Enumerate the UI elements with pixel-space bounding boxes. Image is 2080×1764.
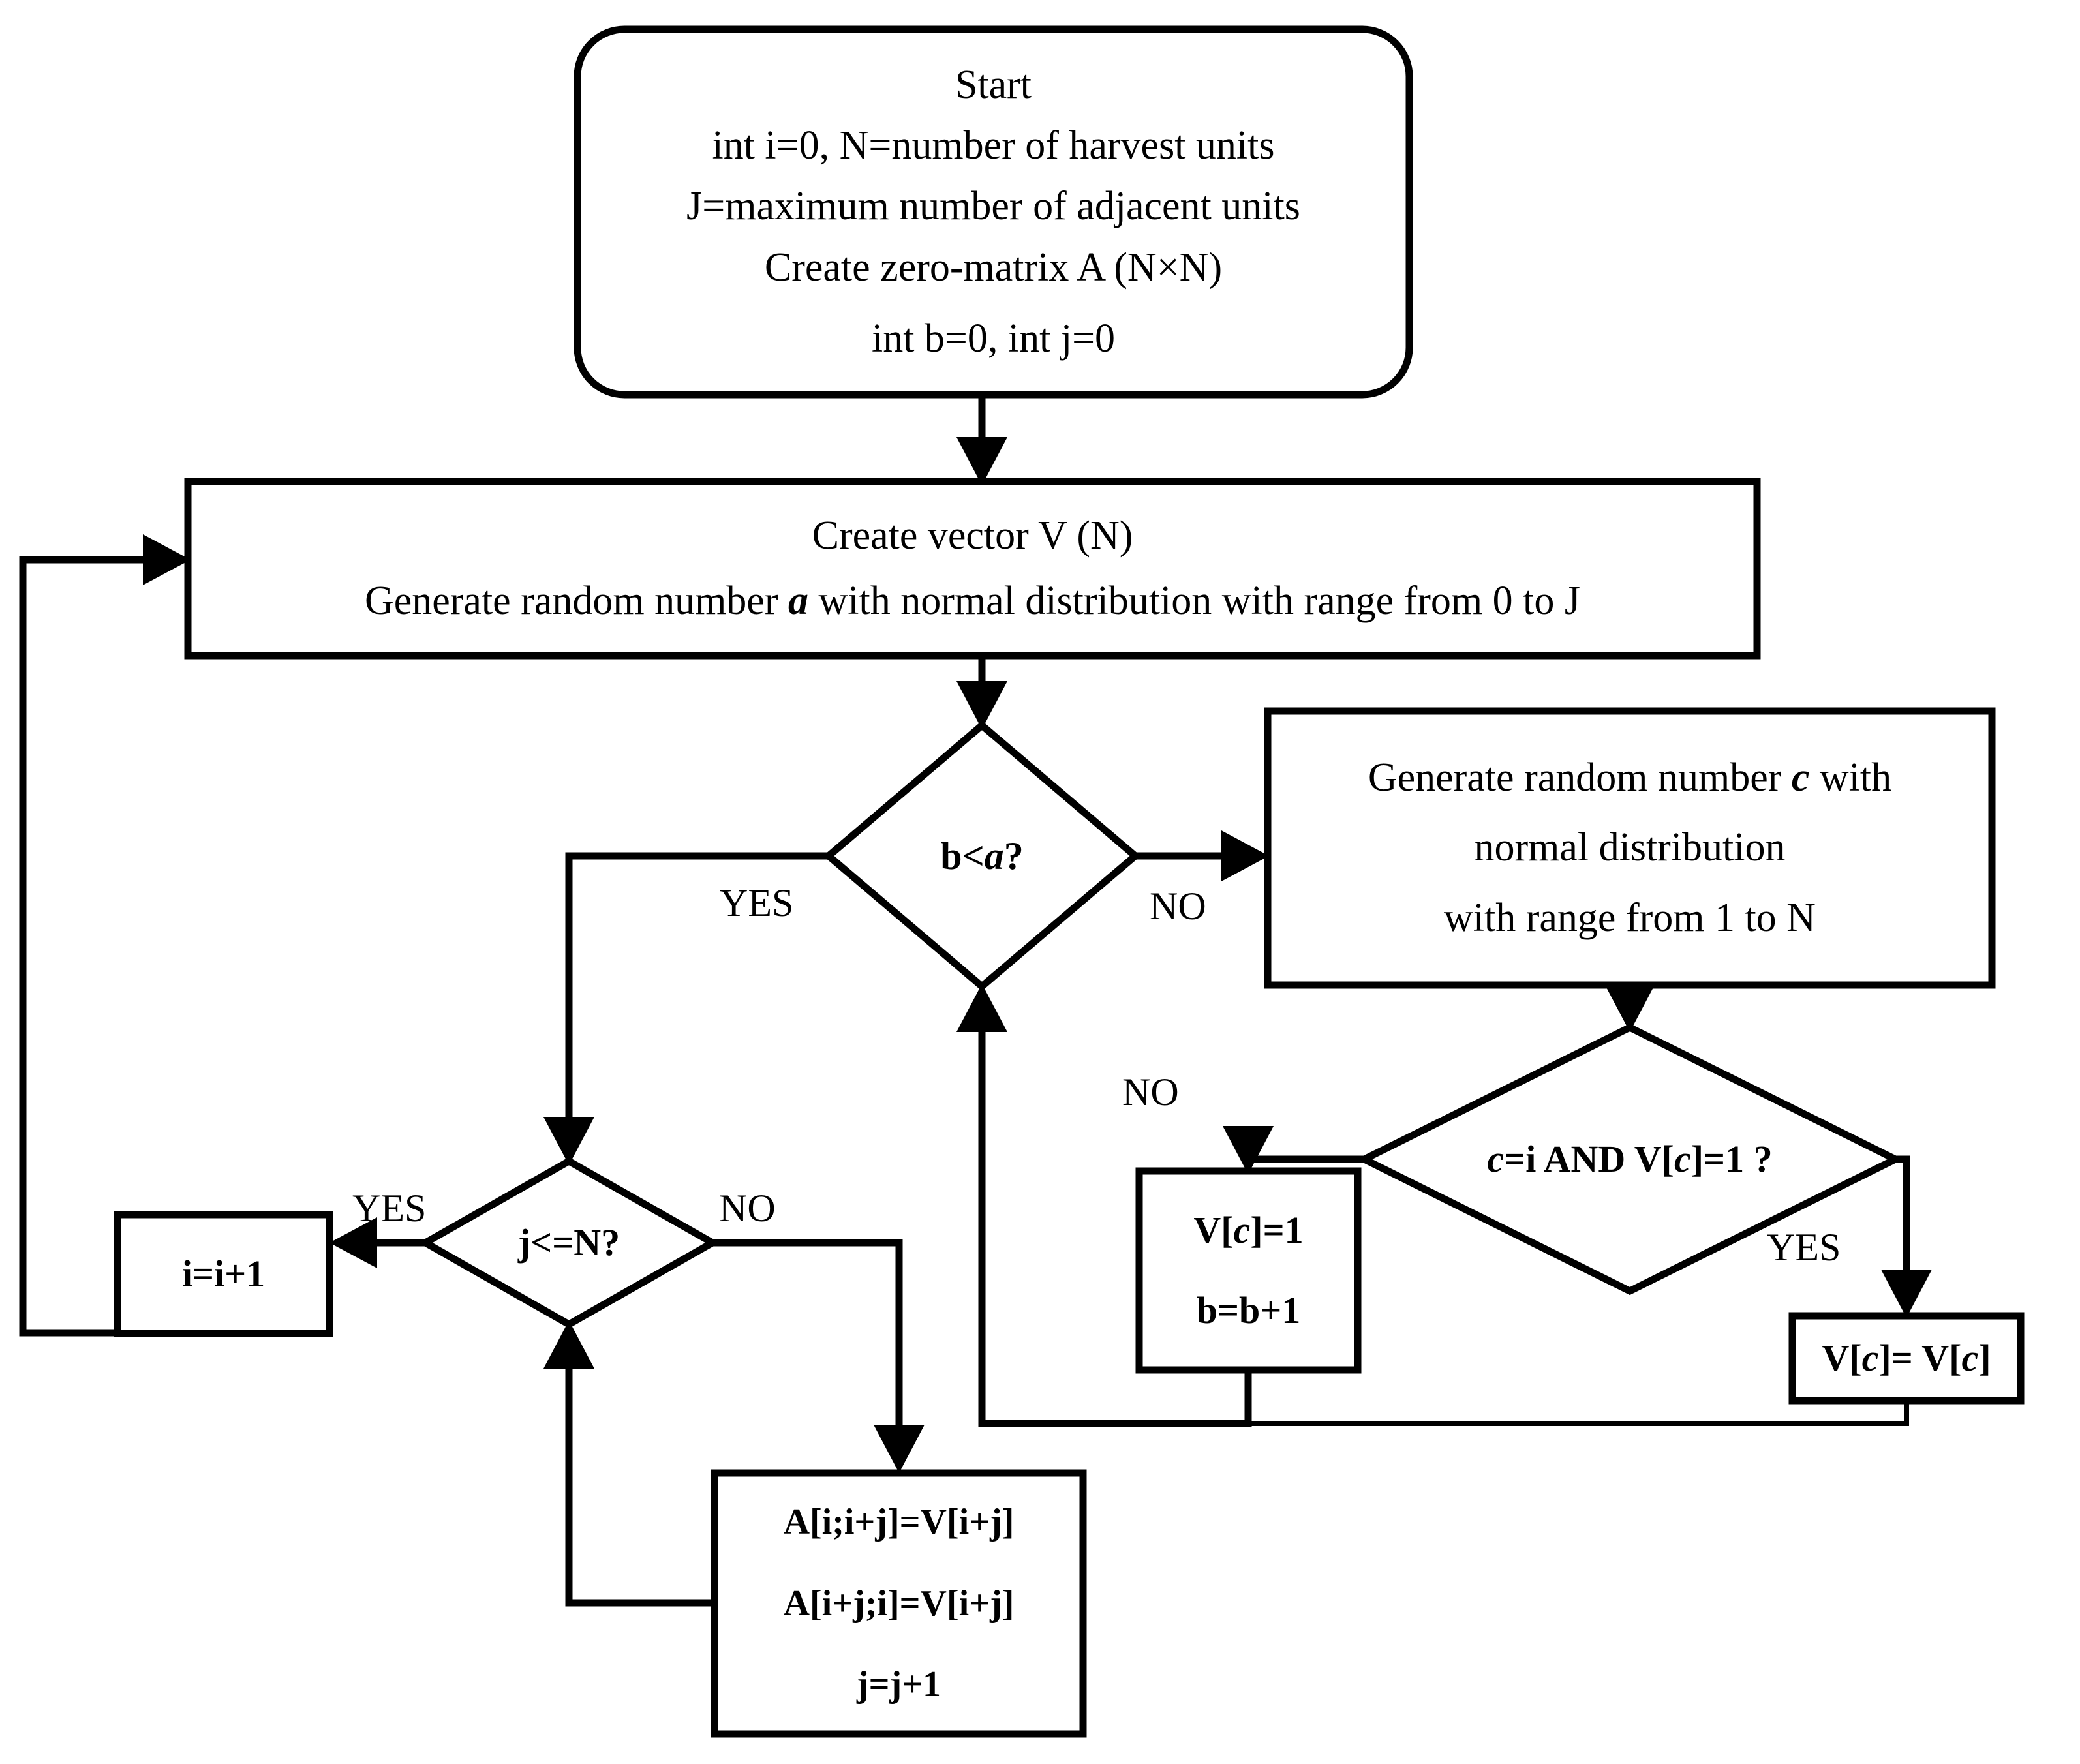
edge-decision-c-yes-to-keep-vc (1895, 1155, 1910, 1285)
keep-vc-prefix: V[ (1822, 1336, 1862, 1379)
arrowhead-assign-matrix-to-decision-j (543, 1320, 594, 1369)
assign-matrix-line-1: A[i;i+j]=V[i+j] (783, 1501, 1015, 1542)
keep-vc-suffix: ] (1978, 1336, 1991, 1379)
start-line-5: int b=0, int j=0 (871, 316, 1116, 361)
create-vector-node-shape (184, 478, 1761, 660)
set-vc-node-text: V[c]=1 b=b+1 (1139, 1171, 1358, 1370)
create-vector-node-text: Create vector V (N) Generate random numb… (188, 481, 1757, 656)
decision-c-var-c1: c (1487, 1137, 1505, 1180)
edge-assign-matrix-to-decision-j (565, 1350, 714, 1607)
edge-decision-c-no-to-set-vc (1244, 1143, 1364, 1163)
keep-vc-var-c1: c (1861, 1336, 1879, 1379)
arrowhead-return-to-decision-b (956, 984, 1007, 1032)
decision-c-eq-i-text: c=i AND V[c]=1 ? (1421, 1127, 1839, 1192)
edge-decision-b-yes-to-decision-j (565, 852, 829, 1136)
arrowhead-generate-c-to-decision-c (1604, 984, 1655, 1032)
edge-label-c-eq-i-yes: YES (1767, 1226, 1841, 1269)
arrowhead-decision-c-yes (1881, 1270, 1932, 1318)
set-vc-line1-suffix: ]=1 (1250, 1208, 1304, 1251)
edge-keep-vc-to-return-line (1248, 1401, 1909, 1426)
set-vc-line-1: V[c]=1 (1193, 1208, 1304, 1251)
generate-c-node-shape (1264, 707, 1996, 989)
arrowhead-decision-c-no (1223, 1126, 1274, 1174)
start-node-text: Start int i=0, N=number of harvest units… (577, 29, 1409, 395)
decision-b-lt-a-text: b<a? (829, 823, 1135, 889)
assign-matrix-line-2: A[i+j;i]=V[i+j] (783, 1583, 1015, 1624)
start-line-4: Create zero-matrix A (N×N) (764, 245, 1223, 290)
keep-vc-node-shape (1788, 1312, 2025, 1405)
create-vector-line2-suffix: with normal distribution with range from… (808, 578, 1581, 623)
keep-vc-mid: ]= V[ (1878, 1336, 1962, 1379)
generate-c-line1-prefix: Generate random number (1368, 755, 1792, 800)
edge-label-j-le-n-yes: YES (352, 1187, 427, 1230)
decision-c-part2: =i AND V[ (1504, 1137, 1674, 1180)
arrowhead-create-vector-to-decision-b (956, 681, 1007, 729)
edge-label-c-eq-i-no: NO (1122, 1071, 1179, 1114)
keep-vc-var-c2: c (1961, 1336, 1979, 1379)
increment-i-node-text: i=i+1 (117, 1215, 329, 1333)
decision-b-var-a: a (984, 834, 1004, 877)
edge-label-b-lt-a-yes: YES (720, 881, 794, 924)
start-node-shape (574, 25, 1413, 399)
assign-matrix-node-text: A[i;i+j]=V[i+j] A[i+j;i]=V[i+j] j=j+1 (714, 1473, 1083, 1734)
increment-i-label: i=i+1 (181, 1252, 266, 1295)
arrowhead-increment-i-to-create-vector (143, 534, 191, 585)
generate-c-line-1: Generate random number c with (1368, 757, 1891, 799)
edge-increment-i-to-create-vector (19, 556, 163, 1337)
create-vector-line-1: Create vector V (N) (812, 513, 1133, 558)
generate-c-line-3: with range from 1 to N (1444, 895, 1816, 940)
arrowhead-decision-j-yes (329, 1217, 377, 1268)
arrowhead-start-to-create-vector (956, 437, 1007, 485)
generate-c-line-2: normal distribution (1474, 825, 1786, 870)
edge-label-j-le-n-no: NO (719, 1187, 776, 1230)
set-vc-var-c: c (1233, 1208, 1251, 1251)
generate-c-line1-suffix: with (1809, 755, 1892, 800)
decision-b-text-suffix: ? (1003, 834, 1024, 877)
start-line-3: J=maximum number of adjacent units (686, 184, 1300, 229)
arrowhead-decision-b-yes (543, 1117, 594, 1165)
generate-c-node-text: Generate random number c with normal dis… (1268, 711, 1992, 985)
decision-b-text-prefix: b< (940, 834, 985, 877)
arrowhead-decision-b-no (1221, 830, 1269, 881)
generate-c-var-c: c (1791, 755, 1810, 800)
edge-decision-j-no-to-assign-matrix (712, 1239, 903, 1443)
create-vector-var-a: a (788, 578, 808, 623)
decision-c-var-c2: c (1674, 1137, 1691, 1180)
set-vc-line-2: b=b+1 (1196, 1288, 1301, 1331)
start-line-1: Start (955, 63, 1032, 108)
edge-label-b-lt-a-no: NO (1150, 885, 1206, 928)
set-vc-line1-prefix: V[ (1193, 1208, 1234, 1251)
decision-j-le-n-text: j<=N? (438, 1212, 699, 1273)
create-vector-line2-prefix: Generate random number (364, 578, 788, 623)
decision-c-part4: ]=1 ? (1690, 1137, 1773, 1180)
increment-i-node-shape (114, 1211, 333, 1337)
keep-vc-node-text: V[c]= V[c] (1792, 1316, 2021, 1401)
start-line-2: int i=0, N=number of harvest units (712, 123, 1275, 168)
edge-set-vc-to-decision-b-return (978, 1012, 1252, 1427)
assign-matrix-line-3: j=j+1 (856, 1664, 941, 1705)
decision-c-eq-i-shape (1356, 1023, 1904, 1296)
arrowhead-decision-j-no (874, 1425, 925, 1473)
create-vector-line-2: Generate random number a with normal dis… (364, 578, 1581, 623)
decision-j-label: j<=N? (517, 1221, 620, 1264)
assign-matrix-node-shape (711, 1469, 1087, 1738)
